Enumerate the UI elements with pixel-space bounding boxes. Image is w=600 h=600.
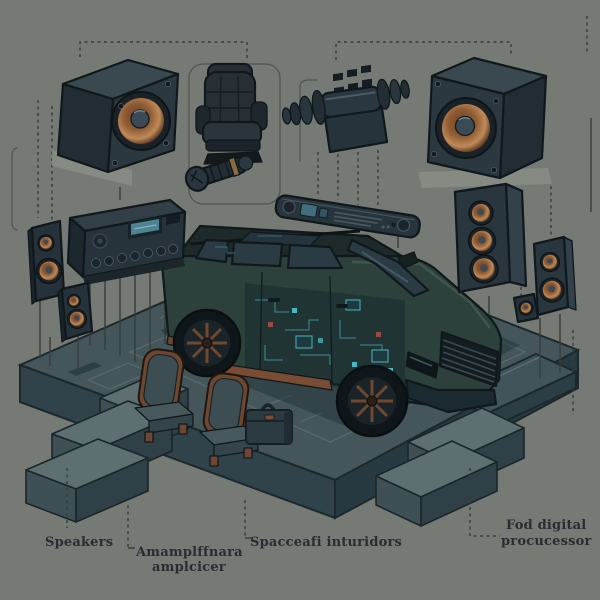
label-speakers: Speakers xyxy=(45,535,113,550)
label-cabin: Spacceafi inturidors xyxy=(250,535,402,550)
car-seat-icon xyxy=(195,62,268,165)
stairs-right xyxy=(375,407,525,527)
square-speaker-mini-icon xyxy=(512,292,540,324)
suv-vehicle-icon xyxy=(160,224,520,438)
side-mirror xyxy=(397,251,419,269)
subwoofer-box-left-icon xyxy=(52,58,180,186)
car-windows xyxy=(194,238,430,298)
subwoofer-box-right-icon xyxy=(418,56,552,188)
label-amplifier-line2: amplcicer xyxy=(152,560,226,575)
interior-seat-left-icon xyxy=(134,348,194,443)
soundbar-icon xyxy=(274,194,421,239)
stairs-left xyxy=(25,374,189,523)
caption-labels: Speakers Amamplffnara amplcicer Spacceaf… xyxy=(45,518,592,575)
floor-pad xyxy=(68,362,102,376)
interior-seat-right-icon xyxy=(199,372,259,467)
bass-exciter-icon xyxy=(281,64,410,154)
tower-speaker-three-driver-icon xyxy=(453,182,528,294)
bookshelf-speaker-left-small-icon xyxy=(57,281,94,343)
front-wheel xyxy=(335,364,409,438)
label-processor-line1: Fod digital xyxy=(506,518,586,533)
label-processor-line2: procucessor xyxy=(501,534,592,549)
tower-speaker-two-driver-icon xyxy=(532,235,577,317)
door-handle xyxy=(336,304,348,308)
door-handle xyxy=(268,298,280,302)
head-unit-amplifier-icon xyxy=(66,198,187,285)
rear-wheel xyxy=(172,308,242,378)
portable-amplifier-case-icon xyxy=(245,403,293,445)
bookshelf-speaker-left-icon xyxy=(27,219,66,305)
plug-connector-icon xyxy=(184,155,254,192)
label-amplifier-line1: Amamplffnara xyxy=(135,545,243,560)
